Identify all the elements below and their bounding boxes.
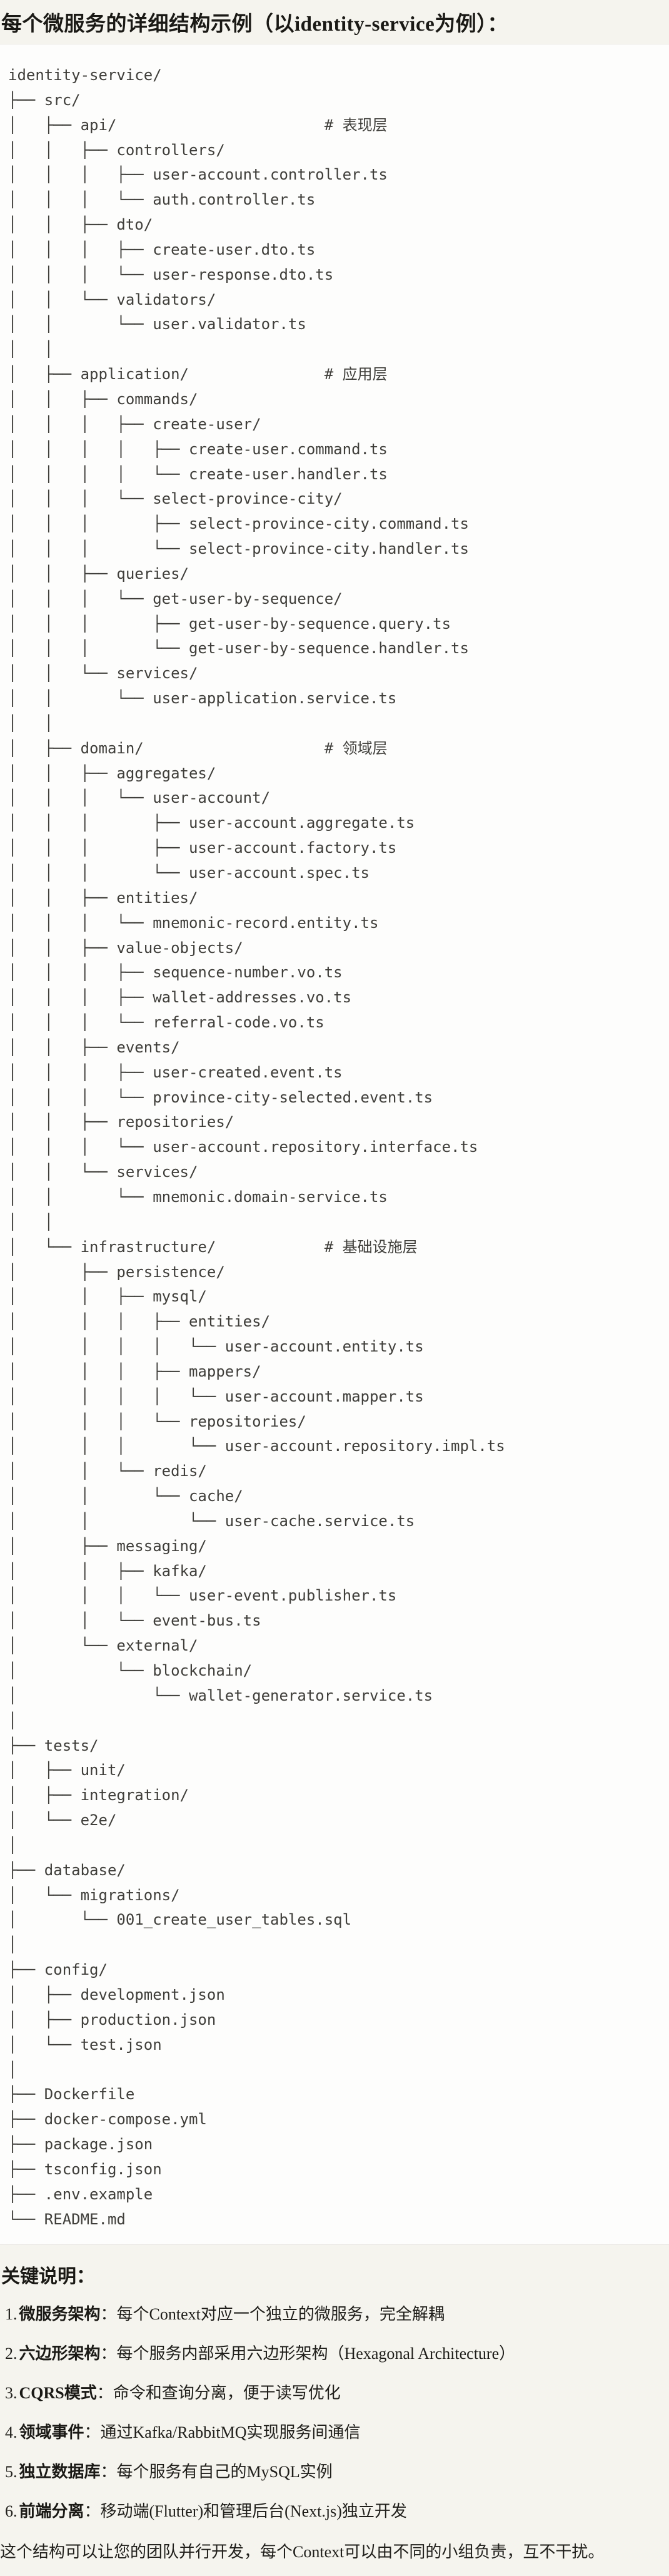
note-item: 1.微服务架构：每个Context对应一个独立的微服务，完全解耦 xyxy=(5,2303,669,2326)
notes-heading: 关键说明： xyxy=(1,2266,95,2288)
note-label: 领域事件 xyxy=(19,2423,84,2442)
directory-tree: identity-service/ ├── src/ │ ├── api/ # … xyxy=(8,66,505,2228)
note-desc: ：每个服务内部采用六边形架构（Hexagonal Architecture） xyxy=(100,2344,516,2363)
note-label: 微服务架构 xyxy=(19,2305,101,2324)
note-number: 1. xyxy=(5,2305,18,2324)
note-item: 6.前端分离：移动端(Flutter)和管理后台(Next.js)独立开发 xyxy=(5,2500,669,2523)
note-item: 3.CQRS模式：命令和查询分离，便于读写优化 xyxy=(5,2382,669,2405)
note-item: 4.领域事件：通过Kafka/RabbitMQ实现服务间通信 xyxy=(5,2421,669,2444)
header: 每个微服务的详细结构示例（以identity-service为例）： xyxy=(0,0,669,44)
note-number: 4. xyxy=(5,2423,18,2442)
note-number: 5. xyxy=(5,2463,18,2482)
note-item: 2.六边形架构：每个服务内部采用六边形架构（Hexagonal Architec… xyxy=(5,2343,669,2365)
note-item: 5.独立数据库：每个服务有自己的MySQL实例 xyxy=(5,2461,669,2483)
page-title: 每个微服务的详细结构示例（以identity-service为例）： xyxy=(1,13,508,36)
note-label: 独立数据库 xyxy=(19,2463,101,2482)
note-desc: ：命令和查询分离，便于读写优化 xyxy=(96,2384,341,2403)
note-desc: ：通过Kafka/RabbitMQ实现服务间通信 xyxy=(84,2423,361,2442)
note-desc: ：每个Context对应一个独立的微服务，完全解耦 xyxy=(100,2305,445,2324)
closing-paragraph: 这个结构可以让您的团队并行开发，每个Context可以由不同的小组负责，互不干扰… xyxy=(0,2543,605,2562)
note-number: 3. xyxy=(5,2384,18,2403)
note-label: 前端分离 xyxy=(19,2502,84,2521)
note-desc: ：每个服务有自己的MySQL实例 xyxy=(100,2463,333,2482)
code-block: identity-service/ ├── src/ │ ├── api/ # … xyxy=(0,44,669,2246)
note-label: CQRS模式 xyxy=(19,2384,97,2403)
notes-section: 关键说明： 1.微服务架构：每个Context对应一个独立的微服务，完全解耦 2.… xyxy=(0,2264,669,2563)
note-number: 6. xyxy=(5,2502,18,2521)
note-number: 2. xyxy=(5,2344,18,2363)
note-desc: ：移动端(Flutter)和管理后台(Next.js)独立开发 xyxy=(84,2502,407,2521)
note-label: 六边形架构 xyxy=(19,2344,101,2363)
